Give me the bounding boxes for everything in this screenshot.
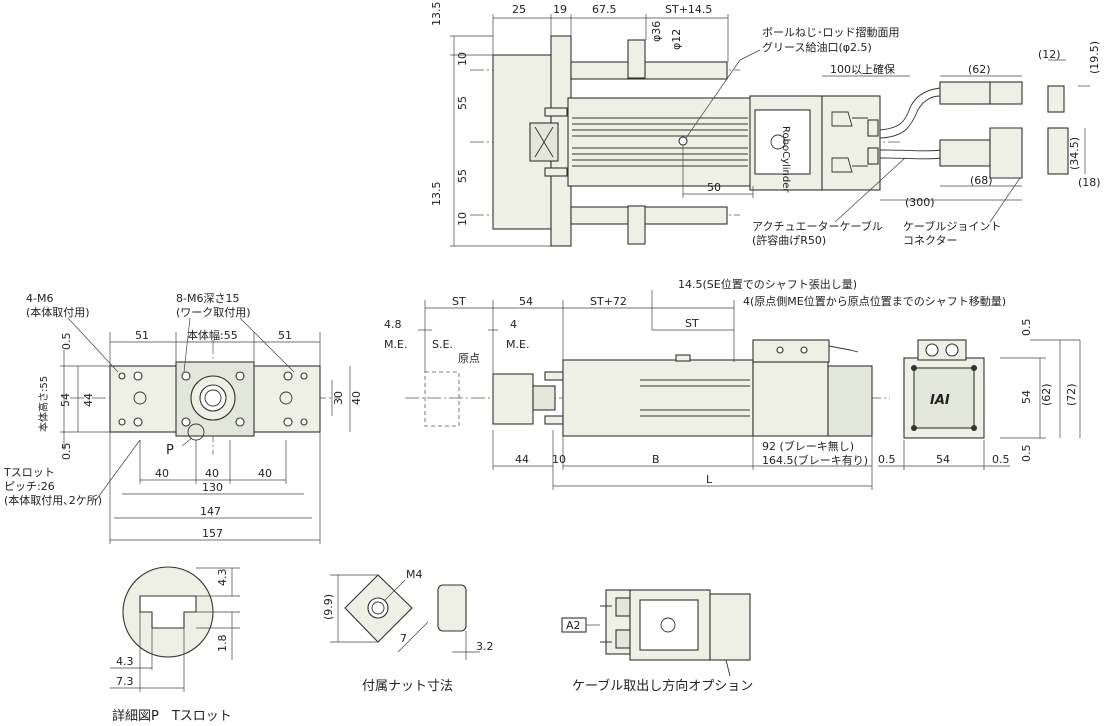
brake-with: 164.5(ブレーキ有り) <box>762 453 868 467</box>
dim-19-5: (19.5) <box>1088 41 1101 74</box>
front-dim-54: 54 <box>519 295 533 308</box>
tslot-note-2: ピッチ:26 <box>4 480 55 493</box>
detail-p-caption: 詳細図P Tスロット <box>112 708 232 724</box>
dim-st-14-5: ST+14.5 <box>665 3 712 16</box>
dim-300: (300) <box>905 196 935 209</box>
end-dim-72: (72) <box>1065 383 1078 406</box>
joint-note-2: コネクター <box>903 234 958 247</box>
end-dim-0-5-right: 0.5 <box>1020 445 1033 463</box>
label-me-right: M.E. <box>506 338 529 351</box>
dim-55-upper: 55 <box>456 96 469 110</box>
me-note: 4(原点側ME位置から原点位置までのシャフト移動量) <box>743 294 1006 308</box>
cable-option-caption: ケーブル取出し方向オプション <box>572 678 753 694</box>
left-dim-0-5-top: 0.5 <box>60 333 73 351</box>
front-dim-st-1: ST <box>452 295 466 308</box>
joint-note-1: ケーブルジョイント <box>903 219 1001 233</box>
label-se: S.E. <box>432 338 453 351</box>
left-dim-147: 147 <box>200 505 221 518</box>
left-dim-40-b: 40 <box>205 467 219 480</box>
cable-option-tag: A2 <box>566 619 581 632</box>
dim-100-clearance: 100以上確保 <box>830 62 895 76</box>
dim-62-top: (62) <box>968 63 991 76</box>
tslot-dim-1-8: 1.8 <box>216 635 229 653</box>
cable-note-1: アクチュエーターケーブル <box>752 219 883 233</box>
m6-note-2: (本体取付用) <box>26 305 90 319</box>
dim-68: (68) <box>970 174 993 187</box>
front-dim-b: B <box>652 453 660 466</box>
nut-dim-m4: M4 <box>406 568 423 581</box>
tslot-dim-7-3: 7.3 <box>116 675 134 688</box>
left-dim-30: 30 <box>332 391 345 405</box>
dim-50: 50 <box>707 181 721 194</box>
end-view: IAI 0.5 54 (62) (72) 0.5 0.5 54 0.5 <box>878 319 1081 470</box>
left-dim-157: 157 <box>202 527 223 540</box>
left-dim-40-c: 40 <box>258 467 272 480</box>
dim-13-5-bottom: 13.5 <box>430 182 443 207</box>
dim-34-5: (34.5) <box>1068 137 1081 170</box>
tslot-note-3: (本体取付用､2ケ所) <box>4 493 102 507</box>
cable-exit-option: A2 ケーブル取出し方向オプション <box>561 589 753 694</box>
dim-55-lower: 55 <box>456 169 469 183</box>
svg-text:RoboCylinder: RoboCylinder <box>780 126 791 193</box>
dim-phi36: φ36 <box>650 21 663 42</box>
label-origin: 原点 <box>458 352 480 365</box>
left-side-view: 0.5 54 44 0.5 本体高さ:55 51 本体幅:55 51 30 40… <box>3 292 363 544</box>
dim-19: 19 <box>553 3 567 16</box>
dim-10-top: 10 <box>456 52 469 66</box>
front-dim-l: L <box>706 473 713 486</box>
nut-dim-7: 7 <box>400 632 407 645</box>
m6deep-note-1: 8-M6深さ15 <box>176 292 239 305</box>
left-dim-130: 130 <box>202 481 223 494</box>
m6deep-note-2: (ワーク取付用) <box>176 306 251 319</box>
dim-67-5: 67.5 <box>592 3 617 16</box>
end-dim-54-v: 54 <box>1020 390 1033 404</box>
brake-none: 92 (ブレーキ無し) <box>762 439 854 453</box>
tslot-note-1: Tスロット <box>3 466 55 479</box>
dim-13-5-top: 13.5 <box>430 2 443 27</box>
tslot-dim-4-3-v: 4.3 <box>216 569 229 587</box>
front-dim-44: 44 <box>515 453 529 466</box>
dim-10-bottom: 10 <box>456 212 469 226</box>
left-dim-54: 54 <box>59 393 72 407</box>
front-view: ST 54 ST+72 14.5(SE位置でのシャフト張出し量) 4(原点側ME… <box>384 277 1006 490</box>
front-dim-st-72: ST+72 <box>590 295 627 308</box>
front-dim-10: 10 <box>552 453 566 466</box>
dim-12: (12) <box>1038 48 1061 61</box>
end-dim-0-5-top: 0.5 <box>1020 319 1033 337</box>
detail-p-callout: P <box>166 443 174 458</box>
front-dim-st-2: ST <box>685 317 699 330</box>
end-dim-62: (62) <box>1040 383 1053 406</box>
m6-note-1: 4-M6 <box>26 292 53 305</box>
dim-18: (18) <box>1078 176 1101 189</box>
cable-note-2: (許容曲げR50) <box>752 233 826 247</box>
left-dim-40-side: 40 <box>350 391 363 405</box>
left-dim-51-a: 51 <box>135 329 149 342</box>
label-me-left: M.E. <box>384 338 407 351</box>
left-dim-44: 44 <box>82 393 95 407</box>
end-dim-54-h: 54 <box>936 453 950 466</box>
nut-detail: M4 (9.9) 7 3.2 付属ナット寸法 <box>322 568 494 694</box>
top-view: RoboCylinder 25 19 67.5 ST+14.5 13.5 φ36… <box>430 2 1101 248</box>
iai-logo: IAI <box>930 393 950 408</box>
front-dim-4-8: 4.8 <box>384 318 402 331</box>
detail-p-tslot: 4.3 1.8 4.3 7.3 詳細図P Tスロット <box>110 566 240 724</box>
front-dim-4: 4 <box>510 318 517 331</box>
end-dim-0-5-right-h: 0.5 <box>992 453 1010 466</box>
se-note: 14.5(SE位置でのシャフト張出し量) <box>678 277 857 291</box>
dim-25: 25 <box>512 3 526 16</box>
left-dim-40-a: 40 <box>155 467 169 480</box>
grease-note-2: グリース給油口(φ2.5) <box>762 40 872 54</box>
tslot-dim-4-3-h: 4.3 <box>116 655 134 668</box>
nut-caption: 付属ナット寸法 <box>362 679 453 694</box>
nut-dim-3-2: 3.2 <box>476 640 494 653</box>
left-dim-51-b: 51 <box>278 329 292 342</box>
nut-dim-9-9: (9.9) <box>322 594 335 620</box>
left-height-label: 本体高さ:55 <box>37 376 50 432</box>
dim-phi12: φ12 <box>670 29 683 50</box>
end-dim-0-5-left: 0.5 <box>878 453 896 466</box>
left-dim-0-5-bottom: 0.5 <box>60 443 73 461</box>
grease-note-1: ボールねじ･ロッド摺動面用 <box>762 25 900 39</box>
left-dim-width: 本体幅:55 <box>187 328 238 342</box>
